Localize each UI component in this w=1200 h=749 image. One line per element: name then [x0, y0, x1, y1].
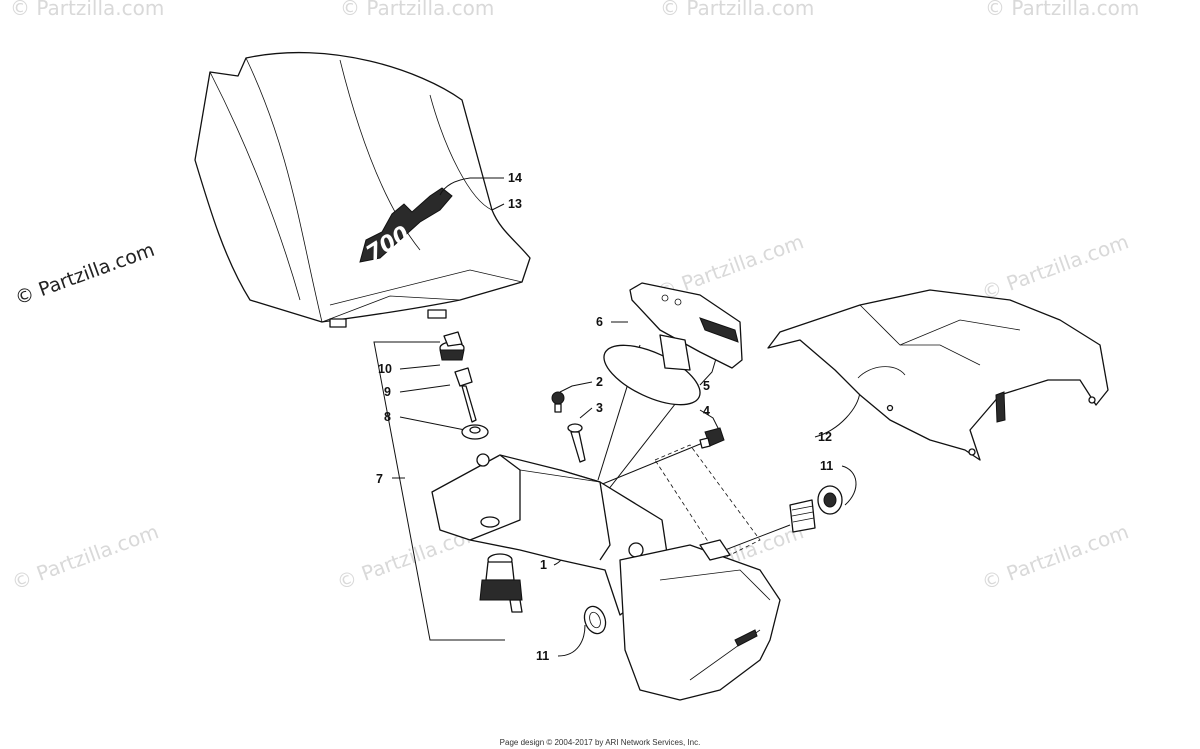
callout-6: 6 [596, 315, 603, 329]
callout-11-right: 11 [820, 459, 833, 473]
windshield-part-13[interactable] [194, 51, 531, 328]
lock-nut-part-11[interactable] [581, 603, 609, 636]
gauge-part-5[interactable] [629, 282, 743, 371]
callout-14: 14 [508, 171, 522, 185]
callout-3: 3 [596, 401, 603, 415]
switch-body[interactable] [479, 553, 523, 613]
faint-watermark: © Partzilla.com [985, 0, 1139, 20]
screw-part-2[interactable] [551, 391, 565, 413]
hood-cover-part-12[interactable] [767, 289, 1109, 461]
callout-2: 2 [596, 375, 603, 389]
callout-5: 5 [703, 379, 710, 393]
callout-12: 12 [818, 430, 832, 444]
callout-11-lower: 11 [536, 649, 549, 663]
callout-1: 1 [540, 558, 547, 572]
page-footer-copyright: Page design © 2004-2017 by ARI Network S… [500, 738, 701, 747]
callout-9: 9 [384, 385, 391, 399]
callout-4: 4 [703, 404, 710, 418]
bolt-part-3[interactable] [567, 423, 586, 463]
connector-part-4[interactable] [699, 427, 725, 449]
callout-labels: 14 13 6 2 3 5 4 10 9 8 7 1 11 11 12 [376, 171, 833, 663]
console-housing-part-1[interactable] [431, 453, 781, 701]
partzilla-watermark: © Partzilla.com [12, 239, 157, 310]
power-outlet-part-11[interactable] [789, 485, 843, 533]
callout-10: 10 [378, 362, 392, 376]
callout-8: 8 [384, 410, 391, 424]
windshield-tab [329, 318, 347, 328]
windshield-tab [427, 309, 447, 319]
faint-watermark: © Partzilla.com [660, 0, 814, 20]
callout-7: 7 [376, 472, 383, 486]
faint-watermark: © Partzilla.com [979, 229, 1132, 304]
faint-watermark: © Partzilla.com [979, 519, 1132, 594]
nut-part-8[interactable] [461, 424, 489, 440]
gasket-part-6[interactable] [596, 333, 709, 417]
faint-watermark: © Partzilla.com [9, 519, 162, 594]
key-cap-part-10[interactable] [439, 331, 465, 361]
callout-13: 13 [508, 197, 522, 211]
key-part-9[interactable] [454, 367, 477, 423]
faint-watermark: © Partzilla.com [340, 0, 494, 20]
faint-watermark: © Partzilla.com [10, 0, 164, 20]
leader-lines [373, 177, 861, 657]
